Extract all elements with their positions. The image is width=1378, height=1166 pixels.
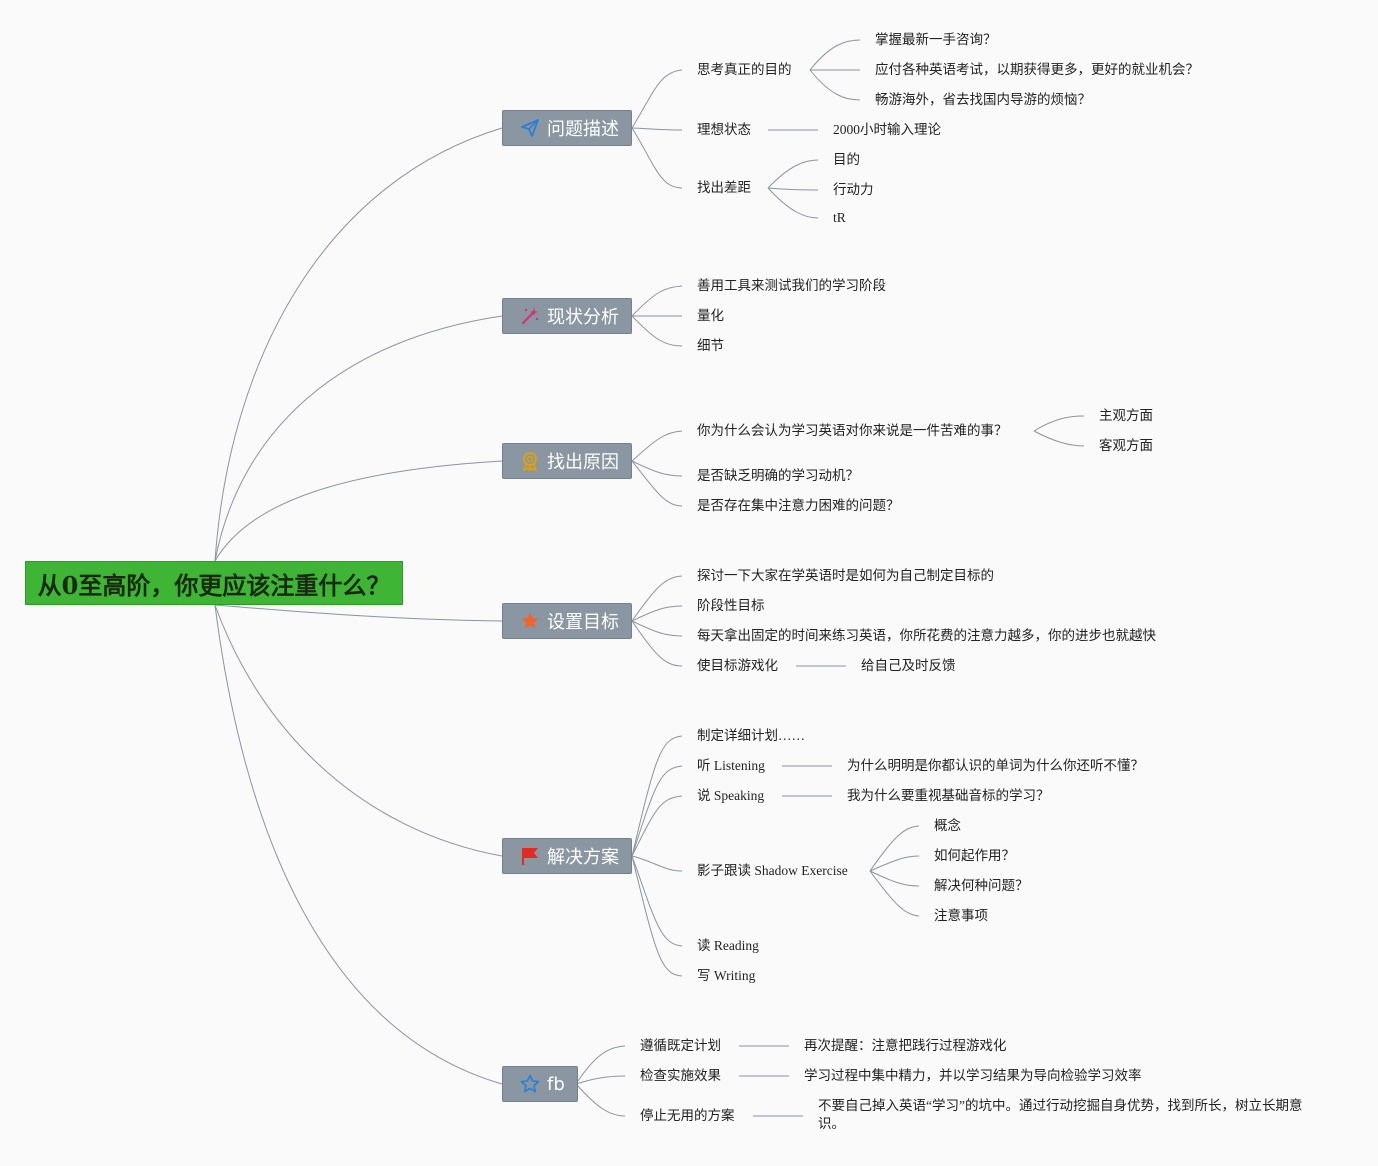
topic-goal-discuss[interactable]: 探讨一下大家在学英语时是如何为自己制定目标的 <box>697 568 994 583</box>
award-ribbon-icon <box>519 450 541 472</box>
branch-set-goal[interactable]: 设置目标 <box>502 603 632 639</box>
topic-gap-child-2[interactable]: 行动力 <box>833 182 874 197</box>
topic-goal-game[interactable]: 使目标游戏化 <box>697 658 778 673</box>
branch-problem-description[interactable]: 问题描述 <box>502 110 632 146</box>
topic-shadow-child-4[interactable]: 注意事项 <box>934 908 988 923</box>
topic-goal-stage[interactable]: 阶段性目标 <box>697 598 765 613</box>
branch-solution[interactable]: 解决方案 <box>502 838 632 874</box>
topic-writing[interactable]: 写 Writing <box>697 968 756 983</box>
topic-purpose-child-3[interactable]: 畅游海外，省去找国内导游的烦恼？ <box>875 92 1091 107</box>
topic-shadow[interactable]: 影子跟读 Shadow Exercise <box>697 863 848 878</box>
topic-shadow-child-1[interactable]: 概念 <box>934 818 961 833</box>
topic-gap-child-1[interactable]: 目的 <box>833 152 860 167</box>
topic-ideal[interactable]: 理想状态 <box>697 122 751 137</box>
topic-purpose-child-2[interactable]: 应付各种英语考试，以期获得更多，更好的就业机会？ <box>875 62 1199 77</box>
flag-icon <box>519 845 541 867</box>
topic-check-effect-child-1[interactable]: 学习过程中集中精力，并以学习结果为导向检验学习效率 <box>804 1068 1142 1083</box>
branch-label: 设置目标 <box>547 612 619 633</box>
branch-label: 找出原因 <box>547 452 619 473</box>
branch-label: 问题描述 <box>547 119 619 140</box>
magic-wand-icon <box>519 305 541 327</box>
topic-goal-daily[interactable]: 每天拿出固定的时间来练习英语，你所花费的注意力越多，你的进步也就越快 <box>697 628 1156 643</box>
topic-purpose-child-1[interactable]: 掌握最新一手咨询？ <box>875 32 997 47</box>
topic-gap[interactable]: 找出差距 <box>697 180 751 195</box>
topic-why-hard[interactable]: 你为什么会认为学习英语对你来说是一件苦难的事？ <box>697 423 1008 438</box>
topic-follow-plan-child-1[interactable]: 再次提醒：注意把践行过程游戏化 <box>804 1038 1007 1053</box>
star-outline-icon <box>519 1073 541 1095</box>
topic-check-effect[interactable]: 检查实施效果 <box>640 1068 721 1083</box>
topic-goal-game-child-1[interactable]: 给自己及时反馈 <box>861 658 956 673</box>
topic-motivation[interactable]: 是否缺乏明确的学习动机？ <box>697 468 859 483</box>
topic-focus[interactable]: 是否存在集中注意力困难的问题？ <box>697 498 900 513</box>
star-icon <box>519 610 541 632</box>
topic-status-3[interactable]: 细节 <box>697 338 724 353</box>
branch-find-cause[interactable]: 找出原因 <box>502 443 632 479</box>
branch-status-analysis[interactable]: 现状分析 <box>502 298 632 334</box>
topic-stop-useless[interactable]: 停止无用的方案 <box>640 1108 735 1123</box>
topic-ideal-child-1[interactable]: 2000小时输入理论 <box>833 122 941 137</box>
topic-purpose[interactable]: 思考真正的目的 <box>697 62 792 77</box>
branch-label: fb <box>547 1073 565 1095</box>
branch-label: 现状分析 <box>547 307 619 328</box>
topic-follow-plan[interactable]: 遵循既定计划 <box>640 1038 721 1053</box>
topic-plan[interactable]: 制定详细计划…… <box>697 728 805 743</box>
topic-listening-child-1[interactable]: 为什么明明是你都认识的单词为什么你还听不懂？ <box>847 758 1144 773</box>
paper-plane-icon <box>519 117 541 139</box>
branch-fb[interactable]: fb <box>502 1066 578 1102</box>
topic-reading[interactable]: 读 Reading <box>697 938 759 953</box>
topic-speaking-child-1[interactable]: 我为什么要重视基础音标的学习？ <box>847 788 1050 803</box>
topic-shadow-child-3[interactable]: 解决何种问题？ <box>934 878 1029 893</box>
topic-listening[interactable]: 听 Listening <box>697 758 765 773</box>
branch-label: 解决方案 <box>547 847 619 868</box>
topic-stop-useless-child-1[interactable]: 不要自己掉入英语“学习”的坑中。通过行动挖掘自身优势，找到所长，树立长期意识。 <box>818 1098 1303 1131</box>
topic-status-2[interactable]: 量化 <box>697 308 724 323</box>
topic-shadow-child-2[interactable]: 如何起作用？ <box>934 848 1015 863</box>
topic-status-1[interactable]: 善用工具来测试我们的学习阶段 <box>697 278 886 293</box>
topic-speaking[interactable]: 说 Speaking <box>697 788 765 803</box>
topic-gap-child-3[interactable]: tR <box>833 210 846 225</box>
topic-why-child-2[interactable]: 客观方面 <box>1099 438 1153 453</box>
topic-why-child-1[interactable]: 主观方面 <box>1099 408 1153 423</box>
root-topic[interactable]: 从0至高阶，你更应该注重什么？ <box>25 561 403 605</box>
